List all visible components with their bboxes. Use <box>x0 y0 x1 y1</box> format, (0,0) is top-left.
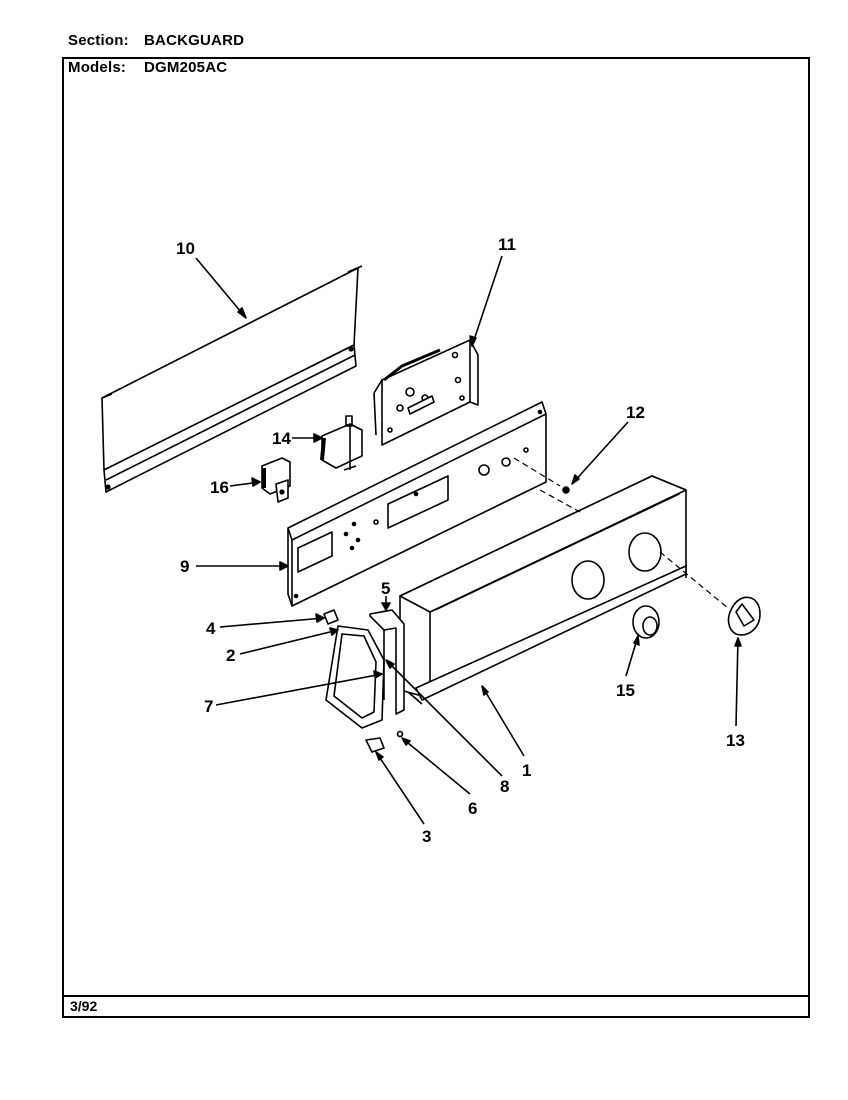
models-header: Models: DGM205AC <box>68 59 227 76</box>
callout-5: 5 <box>381 579 390 598</box>
section-header: Section: BACKGUARD <box>68 32 244 49</box>
callout-7: 7 <box>204 697 213 716</box>
footer-divider <box>62 995 810 997</box>
part-5-strip <box>369 609 405 715</box>
part-15-knob <box>632 605 660 639</box>
models-label: Models: <box>68 59 127 76</box>
part-2-bracket <box>325 625 385 729</box>
callout-3: 3 <box>422 827 431 846</box>
leader-lines <box>195 255 742 825</box>
part-10-top-trim <box>101 265 363 493</box>
part-11-timer-board <box>373 339 479 446</box>
footer-date: 3/92 <box>70 998 98 1014</box>
callout-1: 1 <box>522 761 531 780</box>
callout-2: 2 <box>226 646 235 665</box>
callout-11: 11 <box>498 235 516 254</box>
callout-15: 15 <box>616 681 635 700</box>
part-14-switch <box>320 415 363 471</box>
callout-14: 14 <box>272 429 291 448</box>
callout-8: 8 <box>500 777 509 796</box>
part-1-backguard-housing <box>399 475 687 705</box>
callout-13: 13 <box>726 731 745 750</box>
callout-16: 16 <box>210 478 229 497</box>
diagram-frame <box>62 57 810 1018</box>
callout-4: 4 <box>206 619 216 638</box>
assembly-lines <box>513 457 729 609</box>
part-16-switch <box>261 457 291 503</box>
part-4-clip <box>323 609 339 625</box>
callout-6: 6 <box>468 799 477 818</box>
section-label: Section: <box>68 32 129 49</box>
models-value: DGM205AC <box>144 59 228 76</box>
part-3-clip <box>365 737 385 753</box>
section-value: BACKGUARD <box>144 32 245 49</box>
callout-12: 12 <box>626 403 645 422</box>
part-13-knob <box>727 596 761 636</box>
callout-9: 9 <box>180 557 189 576</box>
callout-10: 10 <box>176 239 195 258</box>
part-9-control-panel <box>287 401 547 607</box>
part-12-screw <box>562 486 570 494</box>
part-6-screw <box>396 730 404 738</box>
